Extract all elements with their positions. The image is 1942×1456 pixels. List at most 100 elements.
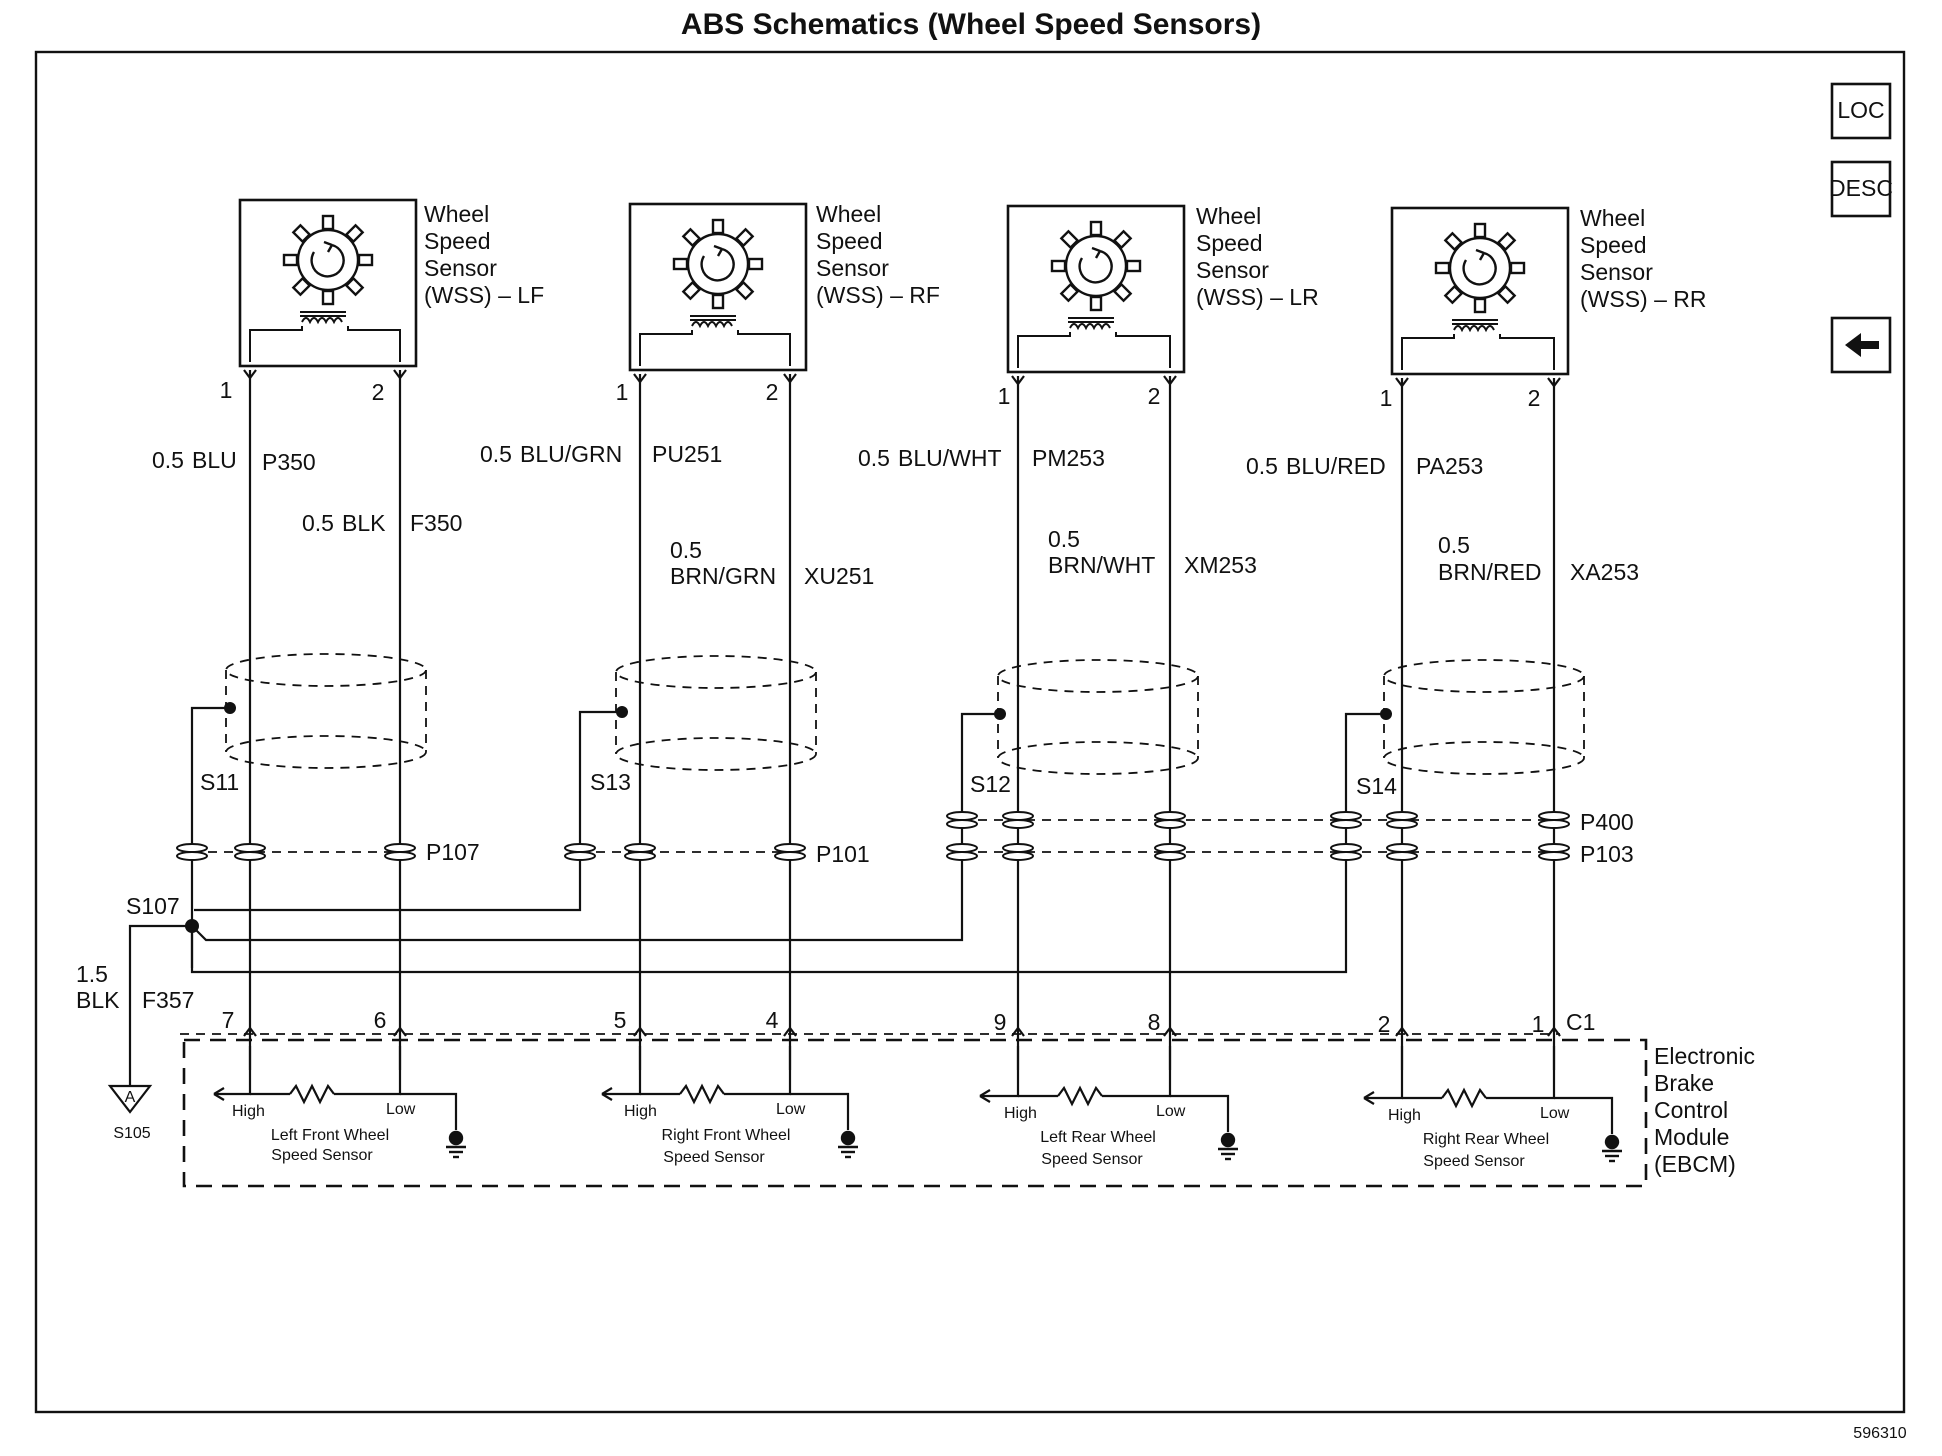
sensor-coil-icon: [639, 315, 791, 366]
splice-label: S107: [126, 893, 180, 919]
wire-color: BLU/GRN: [520, 441, 622, 467]
ground-icon: [107, 1084, 153, 1114]
splice-label: S12: [970, 771, 1011, 797]
loc-button[interactable]: LOC: [1830, 82, 1892, 140]
wire-circuit: PA253: [1416, 453, 1483, 479]
low-label: Low: [1540, 1105, 1570, 1122]
wire-size: 0.5: [1438, 532, 1470, 558]
sensor-circuit-label: Speed Sensor: [1423, 1153, 1525, 1170]
ebcm-pins: 7 6 5 4 9 8 2 1 C1: [222, 1007, 1596, 1037]
sensor-name-line: Sensor: [1196, 257, 1269, 283]
ebcm-name-line: Module: [1654, 1124, 1729, 1150]
wire-color: BLU/WHT: [898, 445, 1002, 471]
sensor-name-line: Sensor: [424, 255, 497, 281]
sensor-name-line: (WSS) – LR: [1196, 284, 1319, 310]
wheel-speed-sensor-lf[interactable]: [238, 198, 418, 368]
wire-size: 0.5: [1246, 453, 1278, 479]
sensor-name-line: Speed: [424, 228, 491, 254]
high-label: High: [624, 1103, 657, 1120]
wire-circuit: XA253: [1570, 559, 1639, 585]
ground-icon: [1600, 1134, 1624, 1163]
pin-number: 1: [1532, 1011, 1545, 1037]
pin-number: 2: [766, 379, 779, 405]
sensor-circuit-label: Speed Sensor: [1041, 1151, 1143, 1168]
wheel-speed-sensor-lr[interactable]: [1006, 204, 1186, 374]
sensor-circuit-label: Left Rear Wheel: [1040, 1129, 1156, 1146]
wire-size: 0.5: [1048, 526, 1080, 552]
wire-size: 0.5: [152, 447, 184, 473]
ebcm-circuit-rr: High Low Right Rear Wheel Speed Sensor: [1363, 1046, 1624, 1170]
wire-circuit: F350: [410, 510, 462, 536]
sensor-name-line: Speed: [816, 228, 883, 254]
splice-label: S14: [1356, 773, 1397, 799]
ebcm-box[interactable]: [182, 1038, 1648, 1188]
wheel-speed-sensor-rr[interactable]: [1390, 206, 1570, 376]
ground-letter: A: [125, 1089, 136, 1106]
wire-circuit: F357: [142, 987, 194, 1013]
connector-label: C1: [1566, 1009, 1595, 1035]
pin-number: 4: [766, 1007, 779, 1033]
sensor-circuit-label: Left Front Wheel: [271, 1127, 389, 1144]
pin-number: 1: [1380, 385, 1393, 411]
wheel-speed-sensor-rf[interactable]: [628, 202, 808, 372]
pin-number: 2: [1528, 385, 1541, 411]
ebcm-name-line: Control: [1654, 1097, 1728, 1123]
sensor-name-line: Sensor: [816, 255, 889, 281]
wire-color: BLK: [342, 510, 386, 536]
sensor-name-line: Wheel: [424, 201, 489, 227]
wire-size: 0.5: [302, 510, 334, 536]
low-label: Low: [776, 1101, 806, 1118]
sensor-name-line: (WSS) – RR: [1580, 286, 1707, 312]
ground-icon: [1216, 1132, 1240, 1161]
back-arrow-icon: [1845, 333, 1879, 357]
ground-icon: [836, 1130, 860, 1159]
high-label: High: [232, 1103, 265, 1120]
loc-icon: LOC: [1837, 97, 1884, 123]
desc-icon: DESC: [1829, 175, 1893, 201]
pin-number: 2: [1148, 383, 1161, 409]
sensor-group-lf: Wheel Speed Sensor (WSS) – LF 1 2 0.5 BL…: [152, 198, 544, 795]
back-button[interactable]: [1830, 316, 1892, 374]
wire-circuit: XM253: [1184, 552, 1257, 578]
ebcm-name-line: (EBCM): [1654, 1151, 1736, 1177]
pin-number: 9: [994, 1009, 1007, 1035]
resistor-icon: [679, 1083, 725, 1105]
desc-button[interactable]: DESC: [1829, 160, 1893, 218]
ebcm-circuit-rf: High Low Right Front Wheel Speed Sensor: [601, 1046, 860, 1166]
pin-number: 2: [372, 379, 385, 405]
wire-color: BRN/WHT: [1048, 552, 1155, 578]
sensor-group-rf: Wheel Speed Sensor (WSS) – RF 1 2 0.5 BL…: [480, 201, 940, 795]
ebcm-circuit-lf: High Low Left Front Wheel Speed Sensor: [213, 1046, 468, 1164]
wire-size: 0.5: [480, 441, 512, 467]
wire-size: 1.5: [76, 961, 108, 987]
ebcm-module: Electronic Brake Control Module (EBCM): [182, 1038, 1755, 1188]
wire-circuit: XU251: [804, 563, 874, 589]
high-label: High: [1388, 1107, 1421, 1124]
high-label: High: [1004, 1105, 1037, 1122]
connector-label: P107: [426, 839, 480, 865]
sensor-wires: [243, 369, 1561, 1070]
sensor-coil-icon: [1401, 319, 1555, 370]
sensor-group-rr: Wheel Speed Sensor (WSS) – RR 1 2 0.5 BL…: [1246, 205, 1707, 799]
page-title: ABS Schematics (Wheel Speed Sensors): [680, 8, 1262, 41]
sensor-circuit-label: Right Front Wheel: [662, 1127, 791, 1144]
sensor-name-line: (WSS) – LF: [424, 282, 544, 308]
wire-size: 0.5: [670, 537, 702, 563]
sensor-coil-icon: [249, 311, 401, 362]
figure-number: 596310: [1853, 1425, 1906, 1442]
pin-number: 1: [616, 379, 629, 405]
sensor-name-line: Wheel: [1196, 203, 1261, 229]
ebcm-name-line: Electronic: [1654, 1043, 1755, 1069]
resistor-icon: [289, 1083, 335, 1105]
pin-number: 8: [1148, 1009, 1161, 1035]
ground-point-label: S105: [113, 1125, 150, 1142]
wire-color: BLK: [76, 987, 120, 1013]
wire-circuit: PU251: [652, 441, 722, 467]
inline-connectors: P107 P101 P400 P103: [176, 809, 1634, 1035]
pin-number: 6: [374, 1007, 387, 1033]
wire-color: BLU: [192, 447, 237, 473]
wire-color: BRN/RED: [1438, 559, 1542, 585]
wire-color: BRN/GRN: [670, 563, 776, 589]
pin-number: 2: [1378, 1011, 1391, 1037]
